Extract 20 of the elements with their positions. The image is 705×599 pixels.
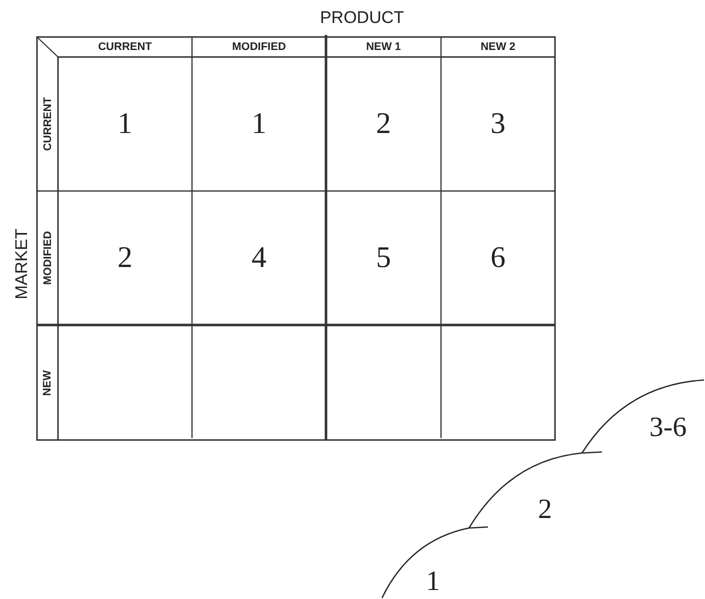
cell-value: 5 xyxy=(375,240,392,276)
cell-value: 1 xyxy=(116,106,134,142)
axis-title: MARKET xyxy=(11,228,32,302)
curve-label: 1 xyxy=(425,566,441,598)
header-label: MODIFIED xyxy=(231,40,287,55)
cell-value: 2 xyxy=(116,240,134,276)
curve-label: 2 xyxy=(537,493,553,527)
curve-label: 3-6 xyxy=(648,411,688,445)
header-label: NEW 1 xyxy=(365,40,402,55)
cell-value: 6 xyxy=(490,240,506,276)
header-label: CURRENT xyxy=(97,40,153,55)
header-label: NEW xyxy=(40,368,54,398)
axis-title: PRODUCT xyxy=(318,7,406,29)
cell-value: 2 xyxy=(375,106,392,142)
header-label: CURRENT xyxy=(40,96,54,153)
cell-value: 4 xyxy=(250,240,268,276)
cell-value: 1 xyxy=(250,106,268,142)
header-label: NEW 2 xyxy=(480,40,516,55)
cell-value: 3 xyxy=(490,106,506,142)
header-label: MODIFIED xyxy=(40,230,54,287)
